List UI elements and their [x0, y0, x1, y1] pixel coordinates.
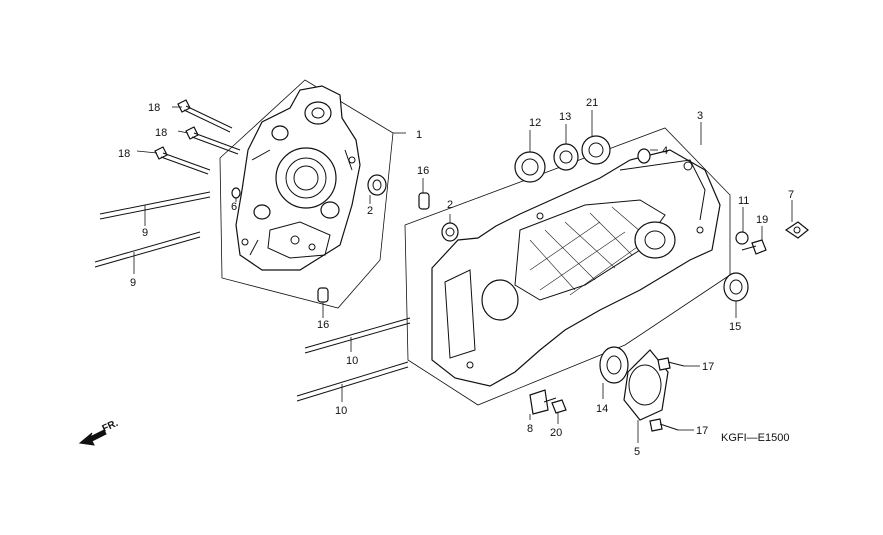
dowel-pin-16-upper	[418, 192, 430, 210]
cover-5	[623, 349, 669, 421]
callout-10-b: 10	[335, 405, 347, 417]
seal-14	[599, 346, 629, 384]
callout-10-a: 10	[346, 355, 358, 367]
callout-16-a: 16	[417, 165, 429, 177]
callout-1: 1	[416, 129, 422, 141]
callout-3: 3	[697, 110, 703, 122]
callout-14: 14	[596, 403, 608, 415]
right-crankcase-outline-box	[404, 127, 731, 406]
dowel-pin-6	[231, 187, 241, 199]
callout-2-a: 2	[367, 205, 373, 217]
left-crankcase-outline-box	[219, 79, 394, 309]
right-crankcase-half	[431, 149, 721, 387]
washer-11	[735, 231, 749, 245]
bearing-12	[514, 151, 546, 183]
leader-lines	[136, 106, 793, 443]
callout-4: 4	[662, 145, 668, 157]
callout-numbers: 18 18 18 1 16 2 6 9 9 16 2 12 13 21 3 4 …	[118, 97, 794, 458]
clip-7	[784, 221, 809, 239]
bolts-17	[649, 357, 685, 432]
callout-20: 20	[550, 427, 562, 439]
oil-seal-2-right	[441, 222, 459, 242]
bracket-8	[529, 389, 549, 415]
callout-16-b: 16	[317, 319, 329, 331]
callout-9-a: 9	[142, 227, 148, 239]
bolts-18	[154, 99, 241, 175]
left-case-boss-top	[304, 101, 332, 125]
callout-5: 5	[634, 446, 640, 458]
front-arrow-icon	[78, 429, 107, 446]
callout-12: 12	[529, 117, 541, 129]
callout-2-b: 2	[447, 199, 453, 211]
callout-11: 11	[738, 195, 749, 207]
left-crankcase-group	[219, 79, 394, 309]
bolt-20	[543, 397, 567, 414]
callout-15: 15	[729, 321, 741, 333]
bearing-21	[581, 135, 611, 165]
stud-bolts-10	[296, 317, 411, 402]
callout-18-b: 18	[155, 127, 167, 139]
seal-4	[637, 148, 651, 164]
callout-6: 6	[231, 201, 237, 213]
oil-seal-15	[723, 272, 749, 302]
front-label: FR.	[101, 418, 120, 435]
callout-19: 19	[756, 214, 768, 226]
callout-8: 8	[527, 423, 533, 435]
drive-shaft-bore	[634, 221, 676, 259]
stud-bolts-9	[94, 191, 211, 274]
callout-13: 13	[559, 111, 571, 123]
oil-seal-2-left	[367, 174, 387, 196]
crank-bearing-bore	[275, 147, 337, 209]
callout-18-c: 18	[118, 148, 130, 160]
callout-18-a: 18	[148, 102, 160, 114]
front-direction-indicator: FR.	[78, 418, 120, 446]
bolt-19	[741, 239, 767, 255]
callout-9-b: 9	[130, 277, 136, 289]
bearing-13	[553, 143, 579, 171]
callout-17-a: 17	[702, 361, 714, 373]
callout-7: 7	[788, 189, 794, 201]
right-crankcase-group	[404, 127, 731, 406]
callout-21: 21	[586, 97, 598, 109]
dowel-pin-16-lower	[317, 287, 329, 303]
figure-code: KGFI—E1500	[721, 432, 789, 444]
callout-17-b: 17	[696, 425, 708, 437]
